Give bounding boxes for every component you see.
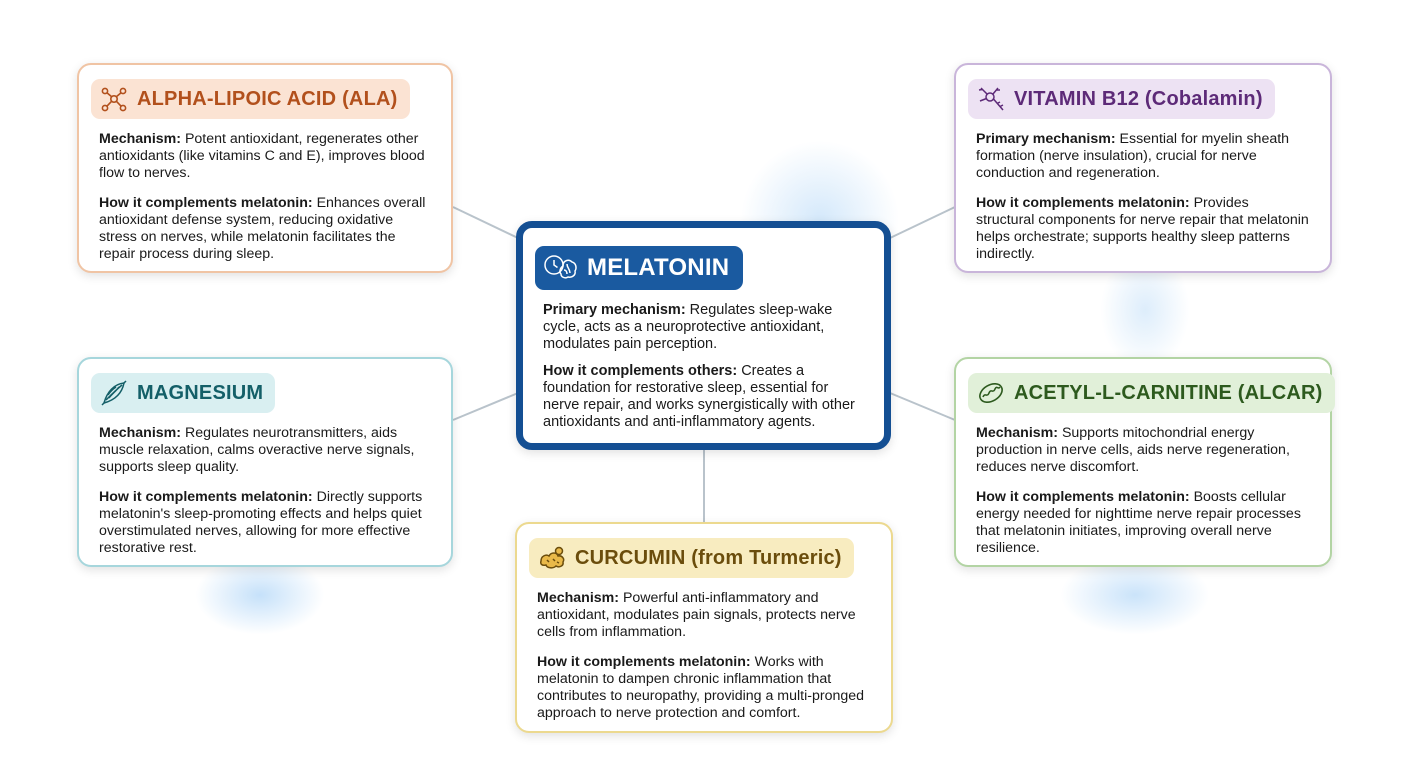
muscle-fiber-icon <box>99 378 129 408</box>
card-header: MAGNESIUM <box>91 373 276 413</box>
card-vitamin-b12: VITAMIN B12 (Cobalamin) Primary mechanis… <box>954 63 1332 273</box>
connector-b12 <box>889 206 956 239</box>
card-title: VITAMIN B12 (Cobalamin) <box>1014 87 1263 110</box>
card-title: ALPHA-LIPOIC ACID (ALA) <box>137 87 398 110</box>
turmeric-root-icon <box>537 543 567 573</box>
card-header: ALPHA-LIPOIC ACID (ALA) <box>91 79 410 119</box>
connector-alcar <box>889 392 956 421</box>
mechanism-text: Mechanism: Regulates neurotransmitters, … <box>99 425 415 475</box>
complement-text: How it complements melatonin: Boosts cel… <box>976 489 1301 556</box>
card-header: VITAMIN B12 (Cobalamin) <box>968 79 1275 119</box>
card-title: ACETYL-L-CARNITINE (ALCAR) <box>1014 381 1323 404</box>
connector-ala <box>452 206 519 239</box>
card-header: ACETYL-L-CARNITINE (ALCAR) <box>968 373 1335 413</box>
complement-text: How it complements others: Creates a fou… <box>543 363 855 430</box>
molecule-icon <box>99 84 129 114</box>
card-alpha-lipoic-acid: ALPHA-LIPOIC ACID (ALA) Mechanism: Poten… <box>77 63 453 273</box>
card-title: MELATONIN <box>587 254 730 281</box>
connector-magnesium <box>452 392 519 421</box>
card-magnesium: MAGNESIUM Mechanism: Regulates neurotran… <box>77 357 453 567</box>
mechanism-text: Primary mechanism: Regulates sleep-wake … <box>543 302 833 352</box>
mechanism-text: Mechanism: Supports mitochondrial energy… <box>976 425 1290 475</box>
complement-text: How it complements melatonin: Works with… <box>537 654 865 721</box>
mitochondria-icon <box>976 378 1006 408</box>
clock-brain-icon <box>543 252 579 284</box>
card-acetyl-l-carnitine: ACETYL-L-CARNITINE (ALCAR) Mechanism: Su… <box>954 357 1335 567</box>
complement-text: How it complements melatonin: Directly s… <box>99 489 423 556</box>
card-melatonin: MELATONIN Primary mechanism: Regulates s… <box>516 221 891 450</box>
neuron-icon <box>976 84 1006 114</box>
card-title: CURCUMIN (from Turmeric) <box>575 546 842 569</box>
card-header: CURCUMIN (from Turmeric) <box>529 538 854 578</box>
complement-text: How it complements melatonin: Provides s… <box>976 195 1309 262</box>
mechanism-text: Mechanism: Powerful anti-inflammatory an… <box>537 590 856 640</box>
card-curcumin: CURCUMIN (from Turmeric) Mechanism: Powe… <box>515 522 893 733</box>
mechanism-text: Primary mechanism: Essential for myelin … <box>976 131 1290 181</box>
card-header: MELATONIN <box>535 246 744 290</box>
mechanism-text: Mechanism: Potent antioxidant, regenerat… <box>99 131 425 181</box>
complement-text: How it complements melatonin: Enhances o… <box>99 195 426 262</box>
card-title: MAGNESIUM <box>137 381 264 404</box>
